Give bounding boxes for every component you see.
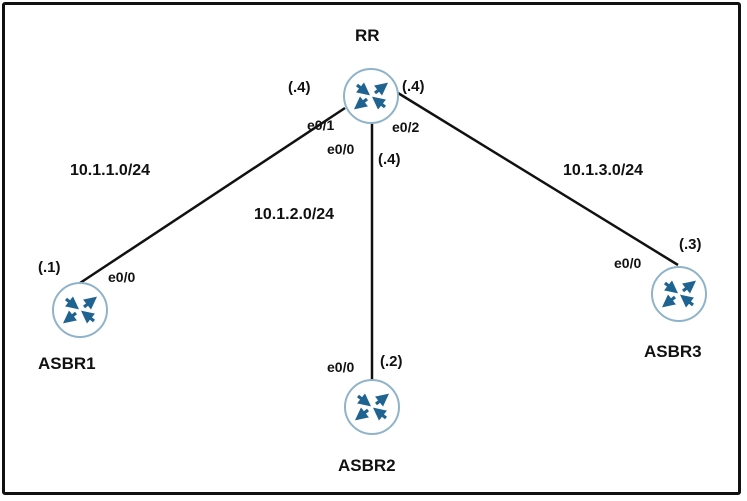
- router-icon-asbr2[interactable]: [345, 380, 399, 434]
- asbr2-iface: e0/0: [327, 359, 355, 375]
- link-rr-asbr1: [79, 106, 346, 285]
- network-rr-asbr2: 10.1.2.0/24: [254, 206, 335, 223]
- router-icon-asbr3[interactable]: [652, 267, 706, 321]
- network-rr-asbr1: 10.1.1.0/24: [70, 162, 151, 179]
- asbr2-name: ASBR2: [338, 456, 396, 475]
- rr-iface-to-asbr1: e0/1: [307, 117, 335, 133]
- asbr2-host: (.2): [380, 353, 403, 370]
- asbr1-iface: e0/0: [108, 269, 136, 285]
- rr-host-to-asbr3: (.4): [402, 78, 425, 95]
- rr-host-to-asbr1: (.4): [288, 79, 311, 96]
- asbr1-name: ASBR1: [38, 354, 96, 373]
- link-rr-asbr3: [397, 91, 679, 267]
- asbr3-host: (.3): [679, 236, 702, 253]
- router-icon-rr[interactable]: [344, 69, 398, 123]
- rr-host-to-asbr2: (.4): [378, 151, 401, 168]
- network-rr-asbr3: 10.1.3.0/24: [563, 162, 644, 179]
- router-icon-asbr1[interactable]: [53, 283, 107, 337]
- rr-iface-to-asbr3: e0/2: [392, 119, 420, 135]
- asbr1-host: (.1): [38, 259, 61, 276]
- asbr3-name: ASBR3: [644, 342, 702, 361]
- rr-iface-to-asbr2: e0/0: [327, 141, 355, 157]
- asbr3-iface: e0/0: [614, 255, 642, 271]
- rr-name: RR: [355, 26, 380, 45]
